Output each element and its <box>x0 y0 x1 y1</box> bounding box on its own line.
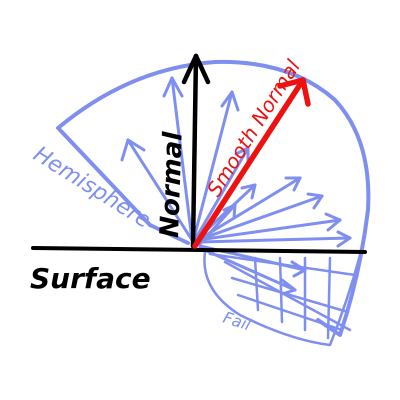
sample-ray-arrow <box>196 176 302 242</box>
surface-line <box>31 246 367 254</box>
normal-label: Normal <box>155 130 189 238</box>
hemisphere-label: Hemisphere <box>29 142 155 234</box>
sample-ray-arrow <box>162 76 194 242</box>
fail-label: Fail <box>221 308 254 335</box>
surface-label: Surface <box>30 262 151 295</box>
sample-ray-arrow <box>198 230 352 248</box>
sample-ray-arrow <box>196 212 342 242</box>
sample-ray-arrow <box>196 192 324 242</box>
normal-arrow <box>181 53 211 249</box>
sample-ray-arrow <box>120 138 194 242</box>
sample-rays <box>120 76 352 296</box>
sample-ray-arrow <box>192 90 240 240</box>
fail-region <box>203 250 362 347</box>
sample-ray-arrow <box>198 203 237 246</box>
smooth-normal-arrow <box>192 77 311 249</box>
sample-ray-arrow <box>198 246 297 296</box>
